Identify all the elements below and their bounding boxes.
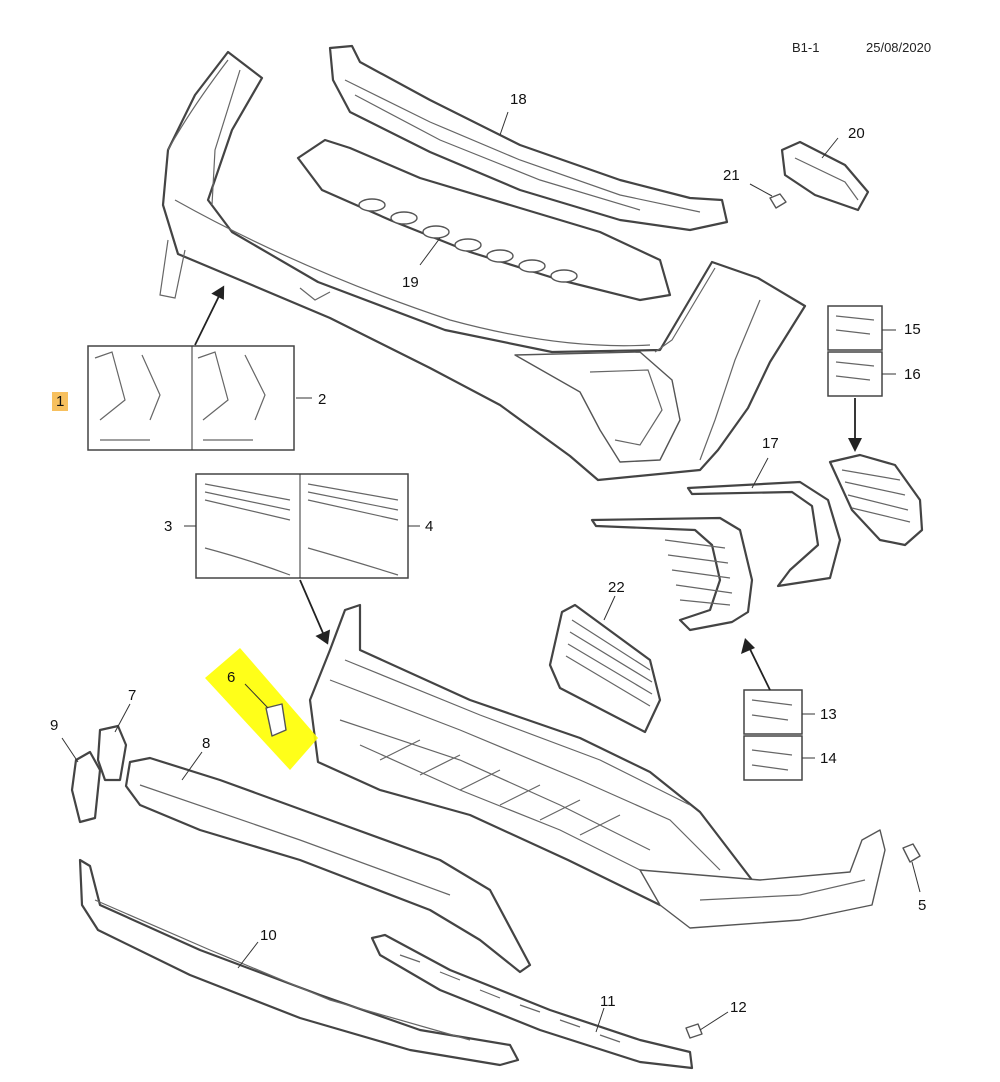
lower-grille xyxy=(308,603,754,907)
inset-box-15-16 xyxy=(827,305,883,397)
callout-3[interactable]: 3 xyxy=(164,518,173,535)
callout-6[interactable]: 6 xyxy=(227,669,236,686)
assembly-arrows xyxy=(194,285,862,691)
callout-12[interactable]: 12 xyxy=(730,999,747,1016)
inset-box-1-2 xyxy=(87,345,295,451)
part-22-grille-insert xyxy=(548,603,662,734)
part-fog-bezel-left xyxy=(590,516,754,632)
callout-5[interactable]: 5 xyxy=(918,897,927,914)
part-17-trim-strip xyxy=(686,480,842,588)
diagram-code: B1-1 xyxy=(792,40,820,55)
part-19-impact-absorber xyxy=(296,138,672,302)
callout-20[interactable]: 20 xyxy=(848,125,865,142)
part-12-screw xyxy=(685,1023,703,1039)
callout-14[interactable]: 14 xyxy=(820,750,837,767)
upper-bumper-cover xyxy=(159,50,807,482)
part-11-trim-strip xyxy=(370,933,694,1070)
callout-4[interactable]: 4 xyxy=(425,518,434,535)
inset-box-13-14 xyxy=(743,689,803,781)
part-fog-bezel-right xyxy=(828,453,924,547)
callout-16[interactable]: 16 xyxy=(904,366,921,383)
part-21-clip xyxy=(769,193,787,209)
callout-13[interactable]: 13 xyxy=(820,706,837,723)
part-8-skid-panel xyxy=(124,756,532,974)
part-9-bracket xyxy=(70,750,102,824)
callout-11[interactable]: 11 xyxy=(600,993,616,1010)
part-10-lower-lip xyxy=(78,858,520,1067)
callout-21[interactable]: 21 xyxy=(723,167,740,184)
part-6-highlight xyxy=(205,648,318,770)
callout-19[interactable]: 19 xyxy=(402,274,419,291)
part-5-clip xyxy=(902,843,921,863)
callout-9[interactable]: 9 xyxy=(50,717,59,734)
callout-17[interactable]: 17 xyxy=(762,435,779,452)
lower-bumper-skin xyxy=(639,829,886,929)
callout-18[interactable]: 18 xyxy=(510,91,527,108)
part-7-bracket xyxy=(96,724,128,782)
part-20-bracket xyxy=(780,140,870,212)
callout-15[interactable]: 15 xyxy=(904,321,921,338)
callout-7[interactable]: 7 xyxy=(128,687,137,704)
callout-10[interactable]: 10 xyxy=(260,927,277,944)
callout-22[interactable]: 22 xyxy=(608,579,625,596)
diagram-date: 25/08/2020 xyxy=(866,40,932,55)
inset-box-3-4 xyxy=(195,473,409,579)
part-18-upper-absorber xyxy=(328,44,729,232)
leader-lines xyxy=(61,111,921,1033)
callout-8[interactable]: 8 xyxy=(202,735,211,752)
callout-2[interactable]: 2 xyxy=(318,391,327,408)
callout-1[interactable]: 1 xyxy=(52,392,69,411)
